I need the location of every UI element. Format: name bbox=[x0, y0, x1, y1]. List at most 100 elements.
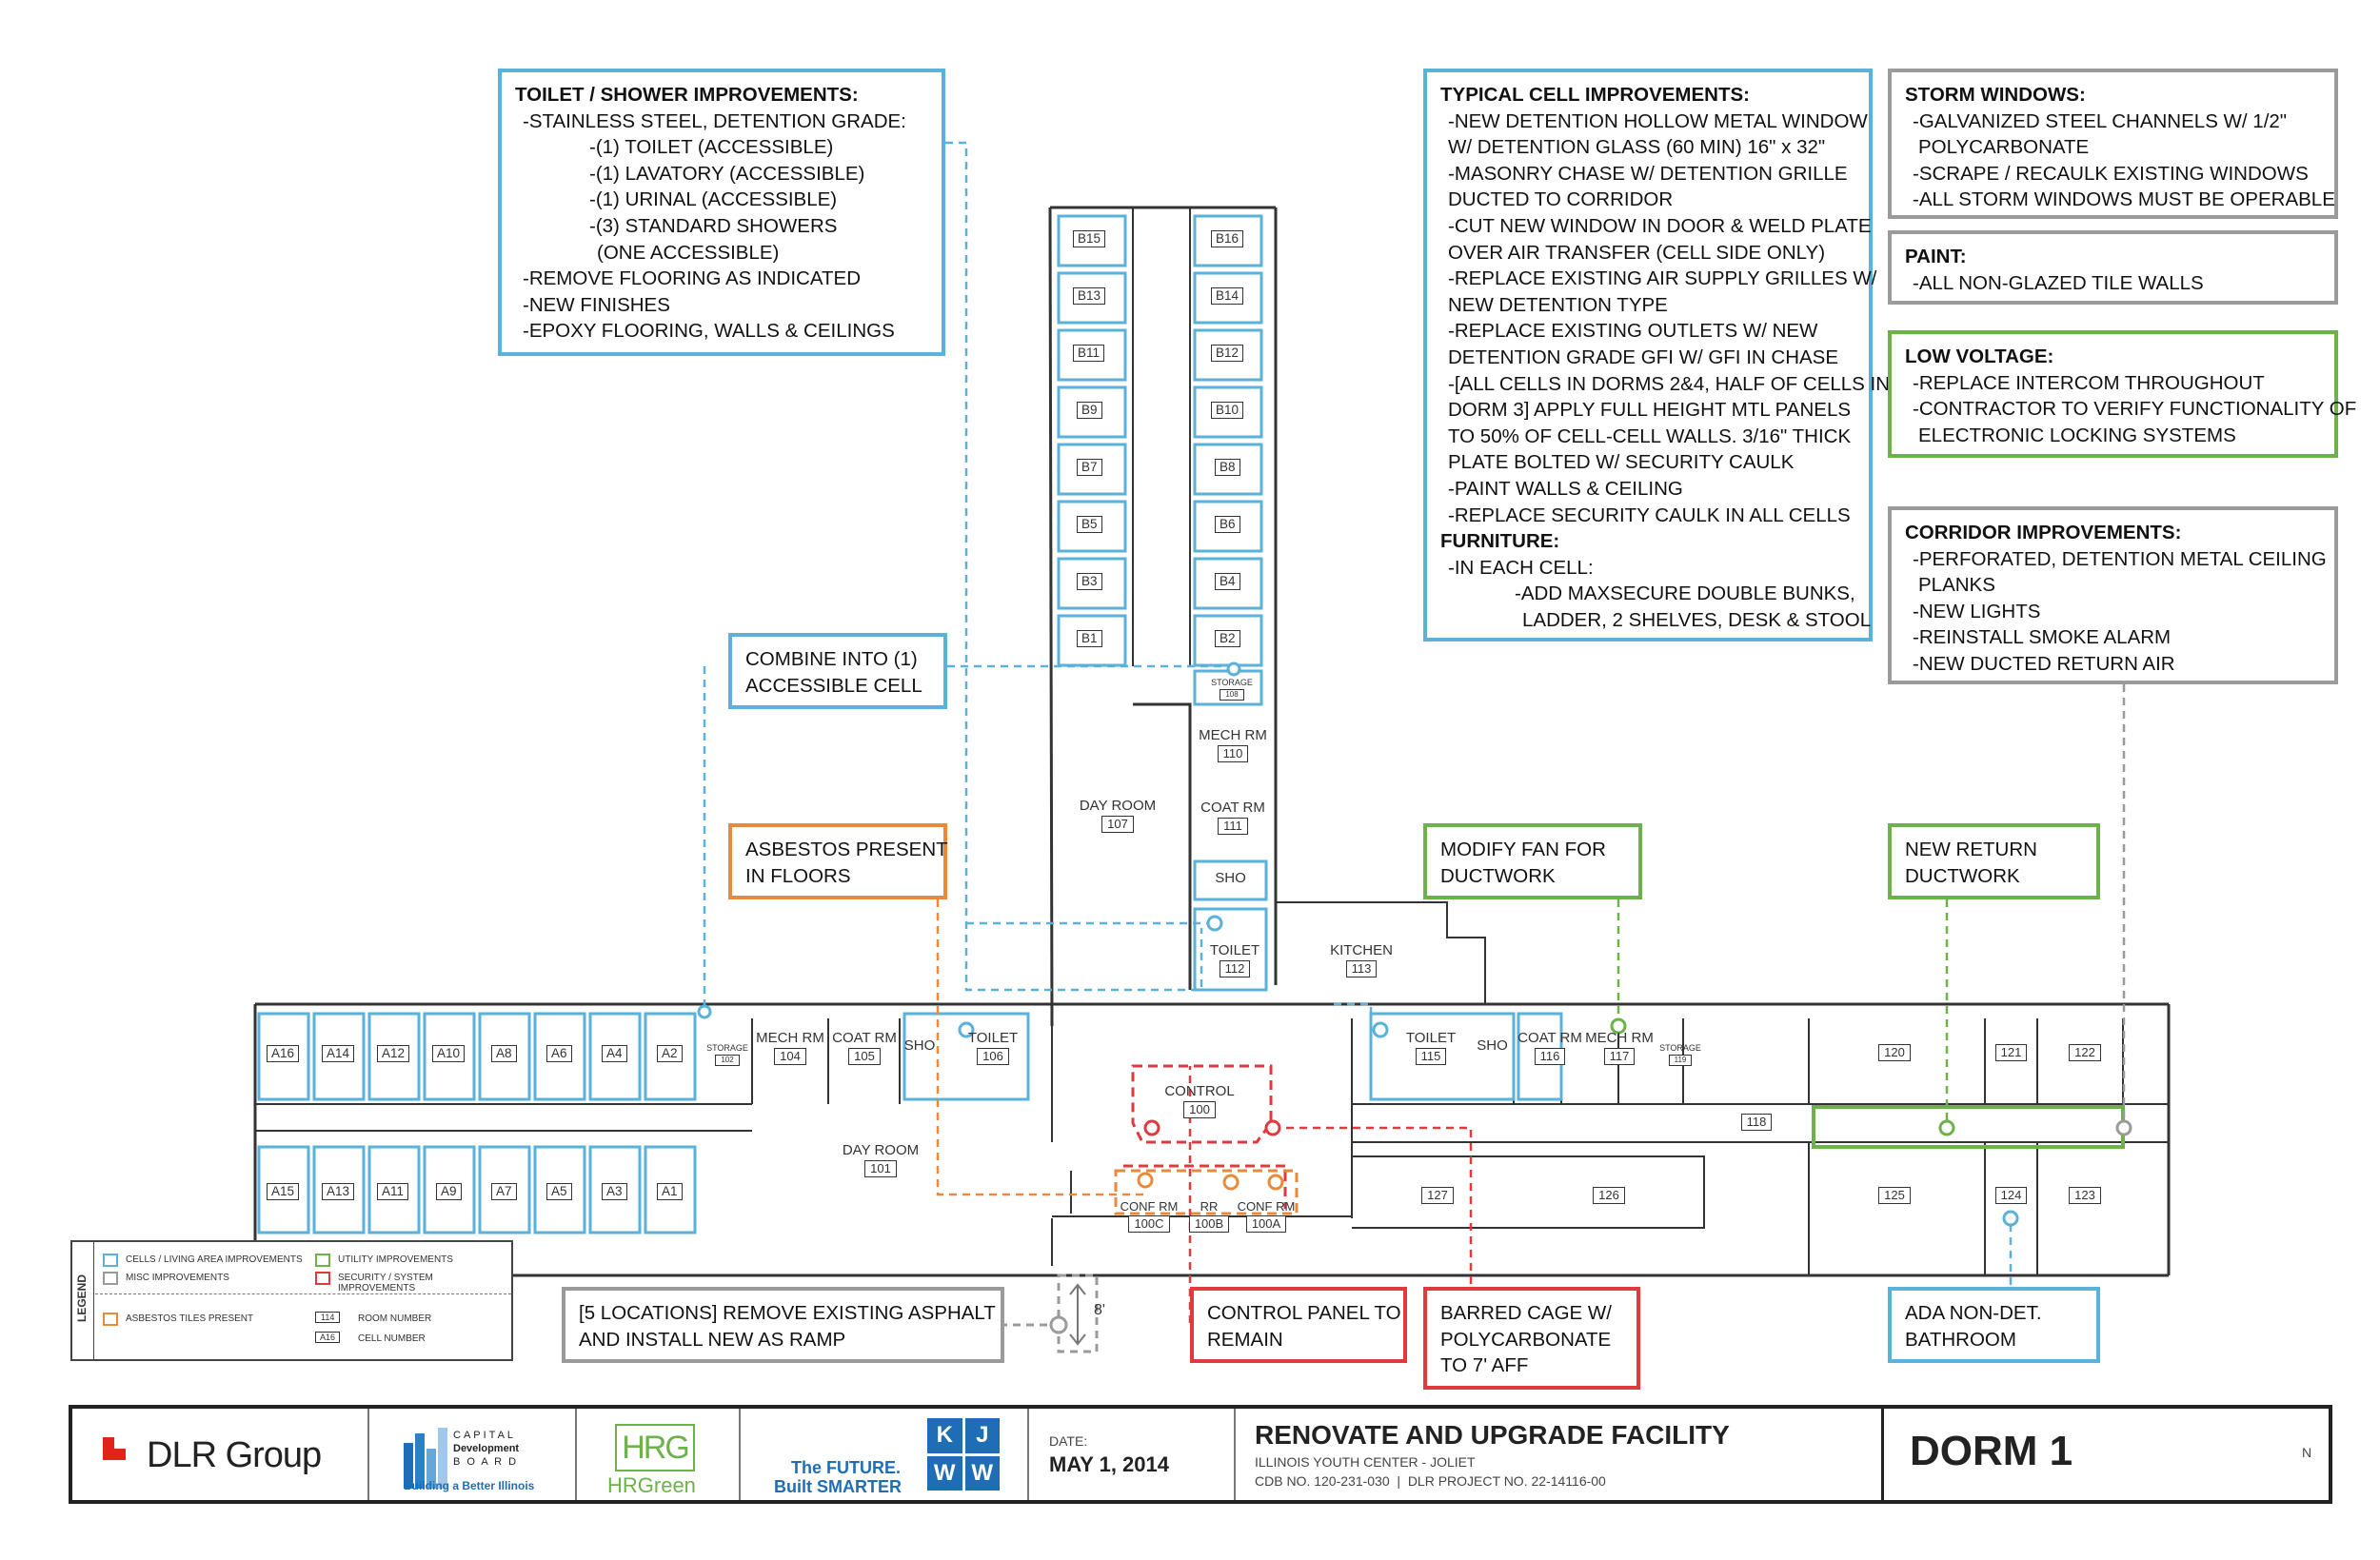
room-label-121: 121 bbox=[1990, 1042, 2033, 1061]
kjww-future-line: The FUTURE. bbox=[791, 1458, 901, 1477]
legend-cells-label: CELLS / LIVING AREA IMPROVEMENTS bbox=[126, 1254, 303, 1265]
cell-tag: A12 bbox=[377, 1045, 410, 1062]
legend-swatch-blue bbox=[103, 1254, 118, 1267]
north-label: N bbox=[2302, 1445, 2312, 1460]
legend-misc-label: MISC IMPROVEMENTS bbox=[126, 1273, 229, 1283]
ada-bathroom-note: ADA NON-DET. BATHROOM bbox=[1888, 1287, 2100, 1363]
cell-tag: B15 bbox=[1073, 230, 1106, 247]
room-label-sho-upper: SHO bbox=[1215, 870, 1246, 886]
north-wing-west-wall bbox=[1048, 207, 1054, 1027]
legend-title: LEGEND bbox=[75, 1274, 89, 1323]
low-voltage-note: LOW VOLTAGE: -REPLACE INTERCOM THROUGHOU… bbox=[1888, 330, 2356, 458]
title-divider bbox=[575, 1409, 577, 1500]
room-label-123: 123 bbox=[2061, 1185, 2109, 1204]
date-value: MAY 1, 2014 bbox=[1049, 1452, 1169, 1476]
cell-tag: A6 bbox=[546, 1045, 572, 1062]
cell-tag: B14 bbox=[1211, 287, 1244, 305]
cell-tag: B2 bbox=[1215, 630, 1240, 647]
cell-tag: B3 bbox=[1077, 573, 1102, 590]
legend-room-label: ROOM NUMBER bbox=[358, 1313, 432, 1324]
legend-cell-label: CELL NUMBER bbox=[358, 1333, 426, 1344]
typical-cell-improvements-note: TYPICAL CELL IMPROVEMENTS: -NEW DETENTIO… bbox=[1423, 69, 1890, 642]
cell-tag: A1 bbox=[657, 1183, 683, 1200]
toilet-shower-improvements-note: TOILET / SHOWER IMPROVEMENTS: -STAINLESS… bbox=[498, 69, 945, 356]
legend-cell-sample: A16 bbox=[315, 1332, 341, 1343]
cell-tag: A13 bbox=[322, 1183, 355, 1200]
cell-tag: B5 bbox=[1077, 516, 1102, 533]
project-center: ILLINOIS YOUTH CENTER - JOLIET bbox=[1255, 1454, 1476, 1470]
legend-swatch-green bbox=[315, 1254, 330, 1267]
legend-asbestos-label: ASBESTOS TILES PRESENT bbox=[126, 1313, 254, 1324]
legend-utility-label: UTILITY IMPROVEMENTS bbox=[338, 1254, 453, 1265]
legend-title-strip: LEGEND bbox=[72, 1242, 94, 1359]
dlr-group-logo: DLR Group bbox=[147, 1435, 322, 1475]
legend-swatch-gray bbox=[103, 1272, 118, 1285]
room-label-118: 118 bbox=[1733, 1112, 1780, 1131]
cell-tag: A2 bbox=[657, 1045, 683, 1062]
room-label-sho-right: SHO bbox=[1477, 1037, 1508, 1054]
room-label-124: 124 bbox=[1990, 1185, 2033, 1204]
cell-tag: B13 bbox=[1073, 287, 1106, 305]
cell-tag: A10 bbox=[432, 1045, 466, 1062]
cell-tag: A7 bbox=[491, 1183, 517, 1200]
cdb-tagline: Building a Better Illinois bbox=[404, 1479, 535, 1492]
cell-tag: B1 bbox=[1077, 630, 1102, 647]
cell-tag: A4 bbox=[602, 1045, 627, 1062]
kjww-letter: K bbox=[927, 1418, 962, 1453]
kjww-letter: W bbox=[927, 1455, 962, 1491]
sheet-title: DORM 1 bbox=[1910, 1428, 2073, 1474]
cell-tag: B16 bbox=[1211, 230, 1244, 247]
kjww-letter: W bbox=[964, 1455, 1000, 1491]
room-label-125: 125 bbox=[1871, 1185, 1918, 1204]
title-divider bbox=[1234, 1409, 1236, 1500]
cell-tag: B4 bbox=[1215, 573, 1240, 590]
control-panel-note: CONTROL PANEL TO REMAIN bbox=[1190, 1287, 1407, 1363]
title-divider bbox=[739, 1409, 741, 1500]
cell-tag: A16 bbox=[267, 1045, 300, 1062]
legend-divider bbox=[95, 1293, 511, 1294]
cell-tag: A3 bbox=[602, 1183, 627, 1200]
cell-tag: A8 bbox=[491, 1045, 517, 1062]
room-label-122: 122 bbox=[2061, 1042, 2109, 1061]
cdb-board: B O A R D bbox=[453, 1456, 519, 1468]
legend-swatch-red bbox=[315, 1272, 330, 1285]
cell-tag: A11 bbox=[377, 1183, 409, 1200]
legend: LEGEND CELLS / LIVING AREA IMPROVEMENTS … bbox=[70, 1240, 513, 1361]
title-divider bbox=[1881, 1409, 1884, 1500]
ramp-note: [5 LOCATIONS] REMOVE EXISTING ASPHALT AN… bbox=[562, 1287, 1004, 1363]
cell-tag: B11 bbox=[1073, 345, 1105, 362]
title-divider bbox=[1027, 1409, 1029, 1500]
legend-swatch-orange bbox=[103, 1313, 118, 1326]
asbestos-note: ASBESTOS PRESENT IN FLOORS bbox=[728, 823, 948, 899]
cell-tag: A5 bbox=[546, 1183, 572, 1200]
hrgreen-logo-text: HRGreen bbox=[607, 1473, 696, 1497]
cell-tag: A15 bbox=[267, 1183, 300, 1200]
storm-windows-note: STORM WINDOWS: -GALVANIZED STEEL CHANNEL… bbox=[1888, 69, 2338, 219]
combine-cell-note: COMBINE INTO (1) ACCESSIBLE CELL bbox=[728, 633, 947, 709]
legend-room-sample: 114 bbox=[315, 1312, 341, 1323]
room-label-120: 120 bbox=[1871, 1042, 1918, 1061]
kjww-logo: K J W W bbox=[927, 1418, 1000, 1491]
barred-cage-note: BARRED CAGE W/ POLYCARBONATE TO 7' AFF bbox=[1423, 1287, 1640, 1390]
cdb-development: Development bbox=[453, 1443, 520, 1454]
legend-security-label: SECURITY / SYSTEM IMPROVEMENTS bbox=[338, 1273, 433, 1293]
paint-note: PAINT: -ALL NON-GLAZED TILE WALLS bbox=[1888, 230, 2338, 305]
cell-tag: A9 bbox=[436, 1183, 462, 1200]
cell-tag: B10 bbox=[1211, 402, 1244, 419]
project-title: RENOVATE AND UPGRADE FACILITY bbox=[1255, 1420, 1730, 1450]
hrgreen-logo-mark: HRG bbox=[615, 1424, 695, 1471]
room-label-127: 127 bbox=[1414, 1185, 1461, 1204]
